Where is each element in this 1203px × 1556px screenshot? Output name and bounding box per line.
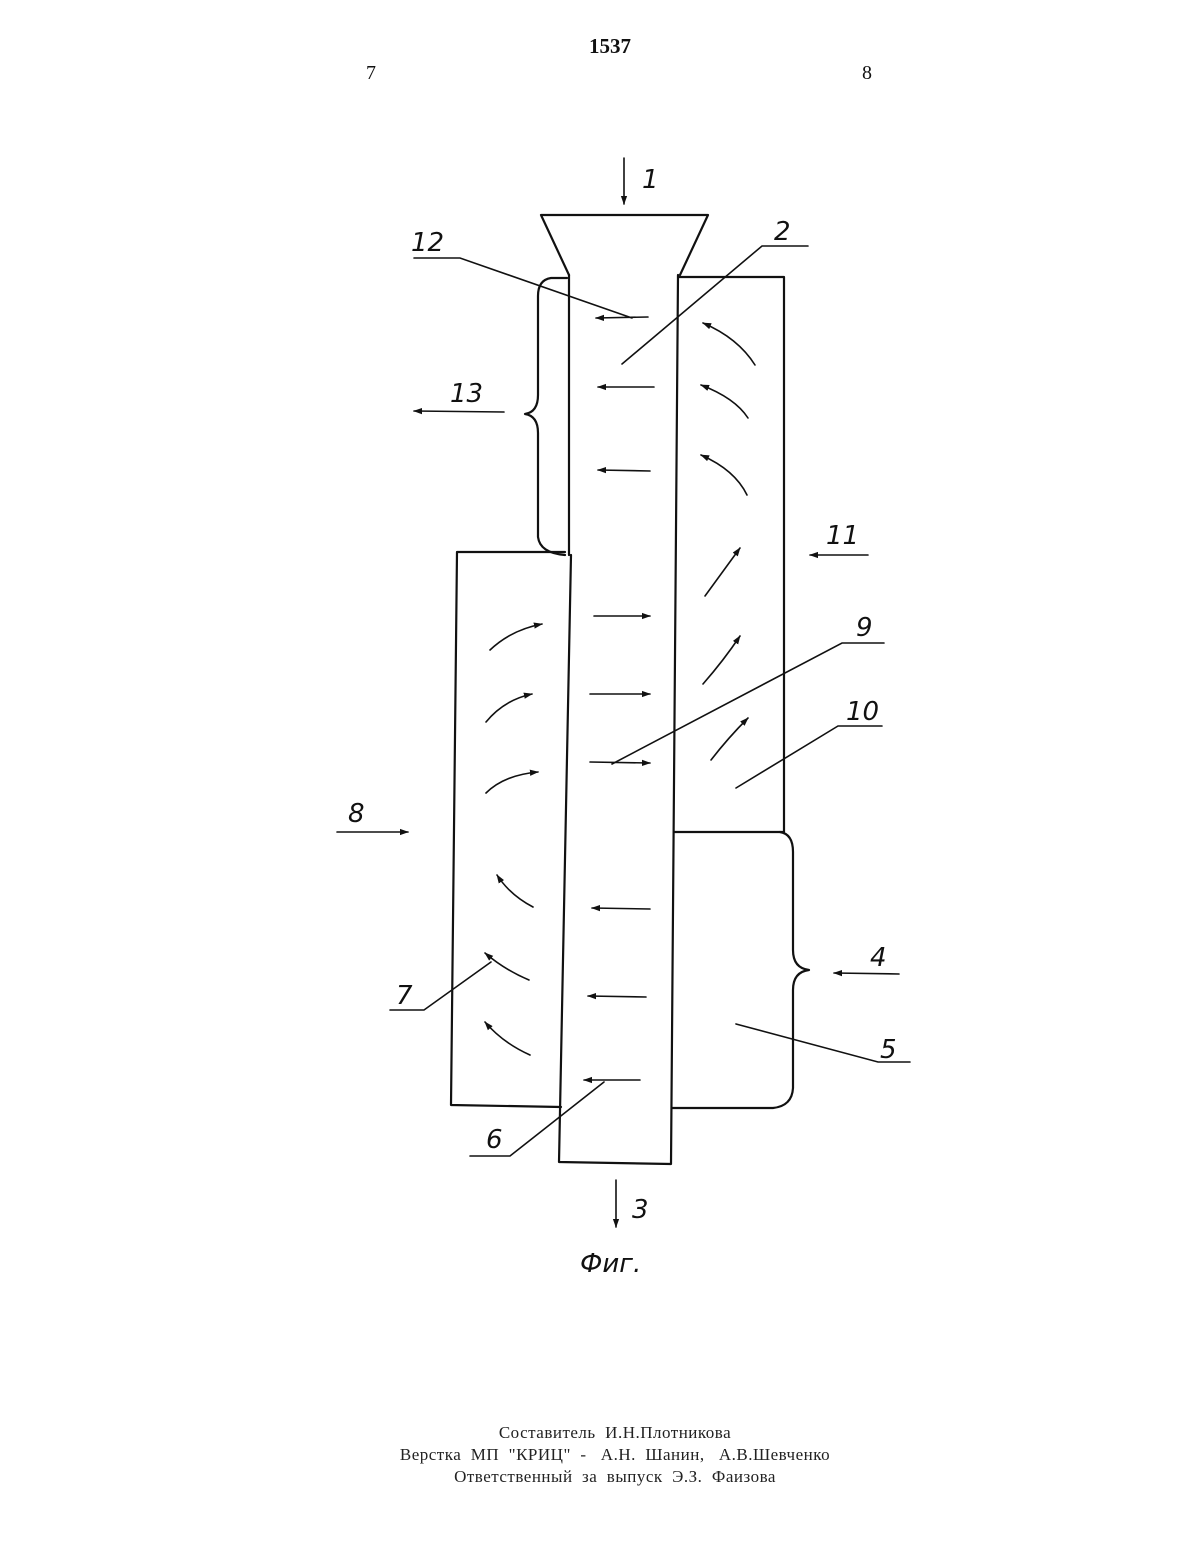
label-2: 2 <box>774 217 791 247</box>
upper-right-chamber <box>674 277 784 832</box>
leader-10 <box>736 726 882 788</box>
label-9: 9 <box>856 613 873 643</box>
label-11: 11 <box>826 521 859 551</box>
central-tube <box>559 275 678 1164</box>
label-5: 5 <box>880 1035 897 1065</box>
label-1: 1 <box>642 165 659 195</box>
left-chamber-flow-arrows <box>485 624 542 1055</box>
arrow-13 <box>414 411 504 412</box>
upper-left-brace <box>525 278 567 555</box>
layout-credit-line: Верстка МП "КРИЦ" - А.Н. Шанин, А.В.Шевч… <box>0 1444 1203 1466</box>
responsible-line: Ответственный за выпуск Э.З. Фаизова <box>0 1466 1203 1488</box>
label-10: 10 <box>846 697 879 727</box>
tube-flow-arrows <box>584 317 654 1080</box>
colophon: Составитель И.Н.Плотникова Верстка МП "К… <box>0 1422 1203 1488</box>
hopper-funnel <box>541 215 708 275</box>
right-chamber-flow-arrows <box>701 323 755 760</box>
lower-right-chamber <box>672 832 809 1108</box>
leader-9 <box>612 643 884 764</box>
label-7: 7 <box>396 981 413 1011</box>
label-3: 3 <box>632 1195 649 1225</box>
leader-2 <box>622 246 808 364</box>
leader-12 <box>414 258 632 318</box>
label-6: 6 <box>486 1125 503 1155</box>
lower-left-chamber <box>451 552 565 1107</box>
label-12: 12 <box>411 228 444 258</box>
label-13: 13 <box>450 379 483 409</box>
label-8: 8 <box>348 799 365 829</box>
compiler-line: Составитель И.Н.Плотникова <box>0 1422 1203 1444</box>
label-4: 4 <box>870 943 887 973</box>
figure-caption: Фиг. <box>580 1249 641 1279</box>
arrow-4 <box>834 973 899 974</box>
